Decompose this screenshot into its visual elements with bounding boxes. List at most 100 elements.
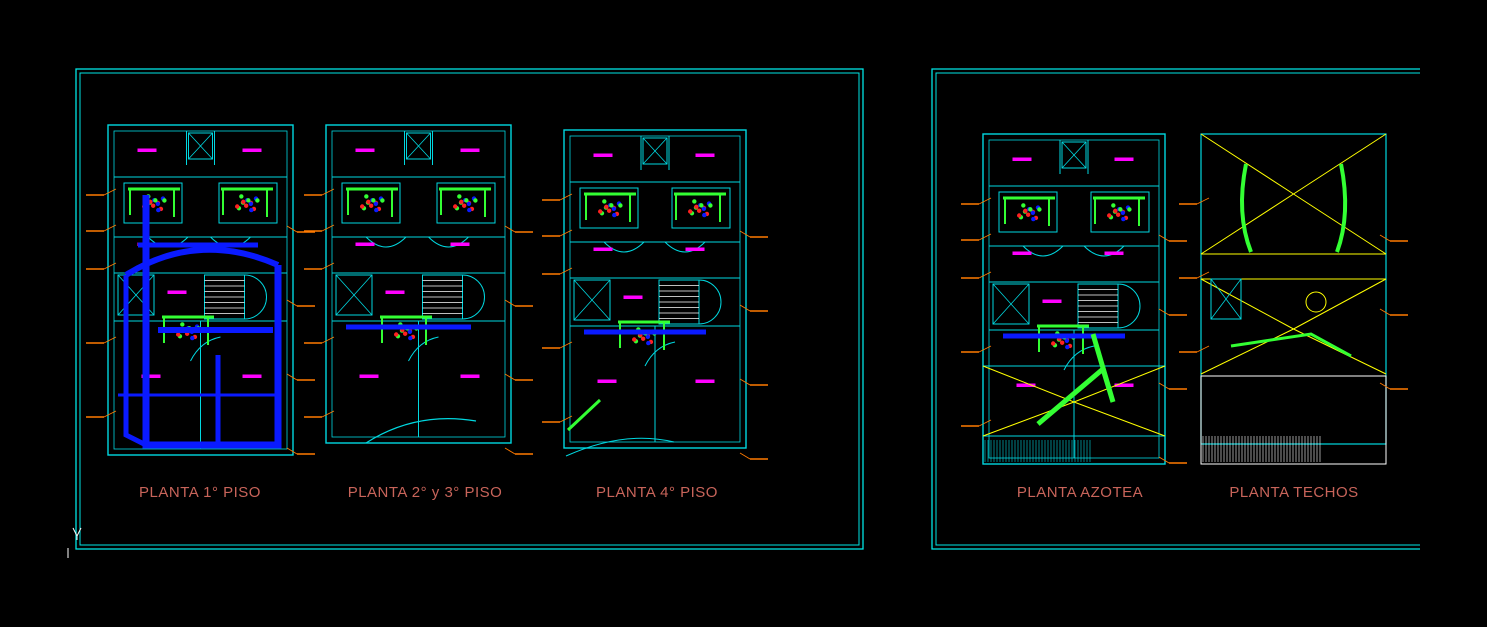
exterior-wall — [982, 133, 1166, 465]
room-tag — [355, 242, 375, 246]
fixture-dot — [1111, 203, 1116, 208]
annotation-leader — [1196, 197, 1210, 205]
fixture-dot — [234, 204, 240, 209]
azotea-terrace — [982, 365, 1166, 437]
annotation-leader — [978, 197, 992, 205]
room-tag — [1104, 251, 1124, 255]
shaft — [406, 132, 431, 160]
label-planta-2-3-piso: PLANTA 2° y 3° PISO — [348, 484, 503, 501]
room-tag — [1114, 157, 1134, 161]
room-tag — [141, 374, 161, 378]
slope-line — [1073, 365, 1166, 403]
fixture-dot — [162, 198, 167, 203]
fixture-dot — [687, 209, 693, 214]
shaft-cross — [188, 132, 213, 160]
fixture-dot — [612, 212, 617, 218]
room-tag — [695, 153, 715, 157]
door-arc — [644, 341, 676, 367]
annotation-leader — [504, 373, 516, 381]
roof-outline — [1200, 133, 1387, 445]
fixture-dot — [708, 203, 713, 208]
fixture-dot — [1121, 216, 1126, 222]
stair-curve — [244, 274, 267, 320]
bathroom — [123, 182, 183, 224]
fixture-dot — [597, 209, 603, 214]
floor-plan-2-3-piso — [304, 124, 533, 455]
fixture-dot — [1031, 216, 1036, 222]
roof-hip — [1200, 193, 1294, 255]
annotation-leader — [559, 267, 573, 275]
bathroom — [579, 187, 639, 229]
fixture-dot — [1037, 207, 1042, 212]
fixture-dot — [155, 201, 161, 206]
fixture-dot — [407, 329, 413, 334]
fixture-dot — [618, 203, 623, 208]
fixture-dot — [640, 336, 646, 341]
room-tag — [1012, 157, 1032, 161]
room-tag — [385, 290, 405, 294]
exterior-wall — [325, 124, 512, 444]
fixture-dot — [1120, 210, 1126, 215]
floor-plan-techos — [1179, 133, 1408, 465]
fixture-dot — [150, 203, 156, 208]
room-tag — [355, 148, 375, 152]
room-tag — [593, 153, 613, 157]
room-tag — [623, 295, 643, 299]
room-tag — [167, 290, 187, 294]
fixture-dot — [1115, 212, 1121, 217]
shaft — [188, 132, 213, 160]
roof-hip — [1200, 328, 1294, 375]
annotation-leader — [103, 224, 117, 232]
shaft-cross — [406, 132, 431, 160]
bathroom — [218, 182, 278, 224]
ucs-icon — [67, 527, 82, 558]
annotation-leader — [559, 193, 573, 201]
roof-hip — [1293, 133, 1387, 195]
door-arc — [1083, 245, 1125, 257]
fixture-dot — [366, 199, 371, 205]
annotation-leader — [1158, 456, 1170, 464]
fixture-dot — [631, 337, 637, 342]
label-planta-1-piso: PLANTA 1° PISO — [139, 484, 261, 501]
annotation-leader — [504, 447, 516, 455]
drain-green — [1240, 163, 1253, 253]
bathroom — [998, 191, 1058, 233]
lightwell — [573, 279, 611, 321]
fixture-dot — [243, 203, 249, 208]
bathroom — [436, 182, 496, 224]
fixture-dot — [239, 194, 244, 199]
lightwell — [1210, 278, 1242, 320]
roof-hip — [1293, 193, 1387, 255]
annotation-leader — [1158, 308, 1170, 316]
lightwell — [992, 283, 1030, 325]
door-arc — [408, 336, 439, 362]
stair-curve — [1117, 283, 1141, 329]
annotation-leader — [739, 378, 751, 386]
fixture-dot — [694, 204, 699, 210]
fixture-dot — [699, 203, 704, 208]
annotation-leader — [739, 452, 751, 460]
fixture-dot — [1030, 210, 1036, 215]
fixture-dot — [606, 208, 612, 213]
annotation-leader — [321, 410, 335, 418]
annotation-leader — [103, 262, 117, 270]
annotation-leader — [559, 229, 573, 237]
floor-plan-azotea — [961, 133, 1187, 465]
fixture-dot — [175, 332, 181, 337]
fixture-dot — [702, 212, 707, 218]
annotation-leader — [739, 304, 751, 312]
fixture-dot — [464, 198, 469, 203]
fixture-dot — [1113, 208, 1118, 214]
annotation-leader — [103, 410, 117, 418]
annotation-leader — [1379, 382, 1391, 390]
tank — [1305, 291, 1327, 313]
lightwell-cross — [335, 274, 373, 316]
pipe-blue-main — [142, 195, 282, 449]
annotation-leader — [504, 299, 516, 307]
annotation-leader — [103, 336, 117, 344]
annotation-leader — [1158, 234, 1170, 242]
stair-curve — [698, 279, 722, 325]
annotation-leader — [978, 233, 992, 241]
exterior-wall — [563, 129, 747, 449]
